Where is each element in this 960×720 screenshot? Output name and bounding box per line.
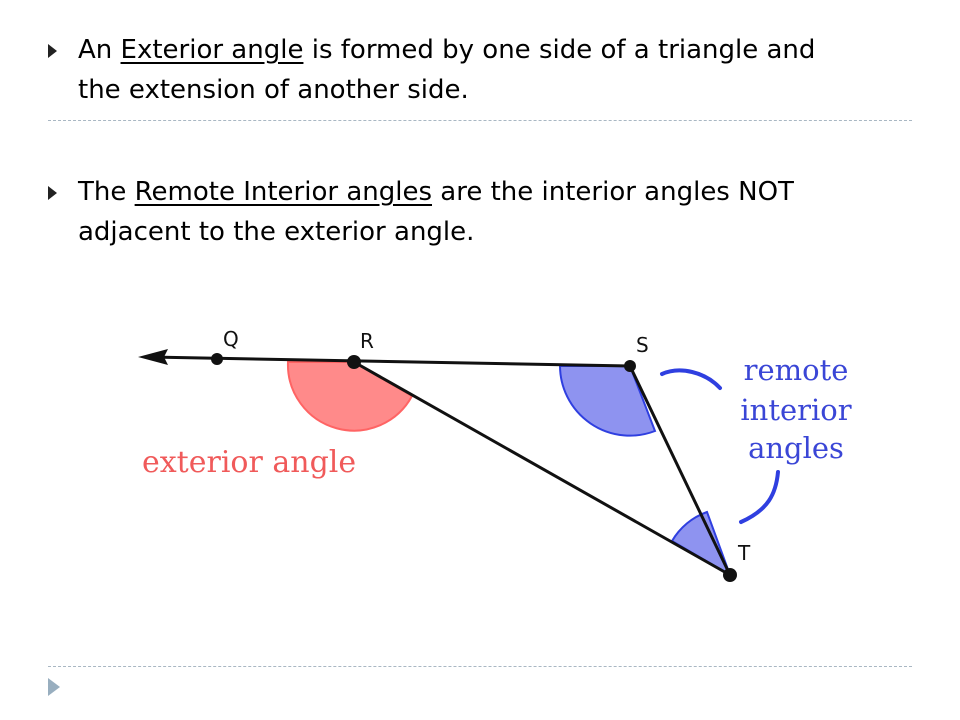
exterior-angle-label: exterior angle [142,445,356,480]
bullet-line2: adjacent to the exterior angle. [78,217,475,247]
remote-connector-bottom [739,470,780,524]
bullet-arrow-icon [48,44,57,58]
bullet-line2: the extension of another side. [78,75,469,105]
bullet-line1-rest: is formed by one side of a triangle and [303,35,816,65]
bullet-line1-rest: are the interior angles NOT [432,177,794,207]
bullet-text: An Exterior angle is formed by one side … [78,30,928,110]
arrowhead-icon [138,349,168,365]
bullet-remote-interior-angles: The Remote Interior angles are the inter… [48,172,928,252]
remote-label-line1: remote [744,353,849,387]
point-t [723,568,737,582]
slide-nav-arrow-icon [48,678,60,696]
remote-label-line2: interior [740,393,851,427]
label-s: S [636,333,649,357]
bullet-prefix: The [78,177,135,207]
bullet-prefix: An [78,35,121,65]
divider-bottom [48,666,912,667]
bullet-exterior-angle: An Exterior angle is formed by one side … [48,30,928,110]
side-rt [353,360,731,577]
label-q: Q [223,327,239,351]
remote-connector-top [660,368,722,390]
remote-angle-sector-s [558,365,657,437]
point-r [347,355,361,369]
term-exterior-angle: Exterior angle [120,35,304,65]
line-extension [149,355,631,368]
point-q [211,353,223,365]
label-r: R [360,329,374,353]
remote-label-line3: angles [748,431,844,465]
term-remote-interior-angles: Remote Interior angles [134,177,432,207]
divider-top [48,120,912,121]
bullet-arrow-icon [48,186,57,200]
point-s [624,360,636,372]
remote-angle-sector-t [670,510,732,578]
exterior-angle-sector [286,361,414,432]
bullet-text: The Remote Interior angles are the inter… [78,172,928,252]
label-t: T [737,541,751,565]
side-st [628,365,732,576]
